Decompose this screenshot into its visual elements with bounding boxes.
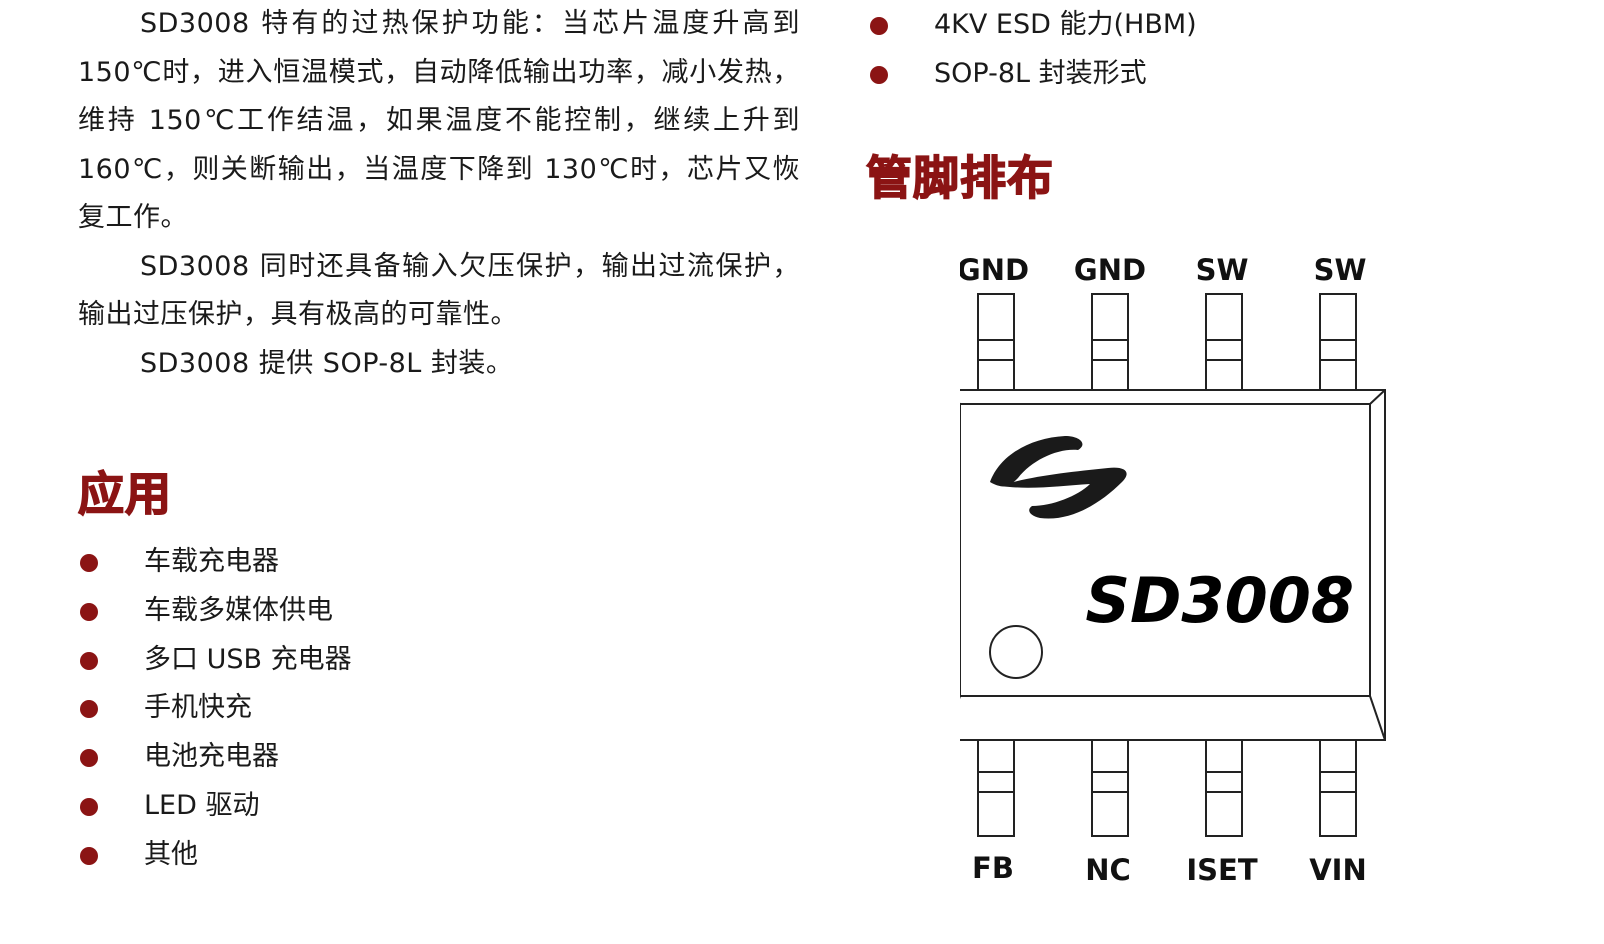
pin-bottom-2 bbox=[1091, 739, 1129, 837]
description-paragraph-2: SD3008 同时还具备输入欠压保护，输出过流保护，输出过压保护，具有极高的可靠… bbox=[78, 250, 800, 331]
pin-label-bottom-2: NC bbox=[1085, 853, 1131, 887]
pin1-indicator-icon bbox=[989, 625, 1043, 679]
bullet-icon bbox=[80, 602, 98, 621]
list-item: 车载充电器 bbox=[80, 538, 352, 587]
pin-label-bottom-3: ISET bbox=[1186, 853, 1257, 887]
pinout-title: 管脚排布 bbox=[865, 150, 1054, 206]
pin-top-3 bbox=[1205, 293, 1243, 391]
pin-label-top-3: SW bbox=[1196, 253, 1249, 287]
list-item: 车载多媒体供电 bbox=[80, 587, 352, 636]
bullet-icon bbox=[80, 651, 98, 670]
pin-label-bottom-4: VIN bbox=[1309, 853, 1367, 887]
pin-top-2 bbox=[1091, 293, 1129, 391]
bullet-icon bbox=[80, 797, 98, 816]
pin-label-top-4: SW bbox=[1314, 253, 1367, 287]
applications-list: 车载充电器 车载多媒体供电 多口 USB 充电器 手机快充 电池充电器 LED … bbox=[80, 538, 352, 880]
pin-top-1 bbox=[977, 293, 1015, 391]
pin-label-top-1: GND bbox=[960, 253, 1029, 287]
bullet-icon bbox=[870, 17, 888, 35]
bullet-icon bbox=[80, 554, 98, 572]
pin-label-top-2: GND bbox=[1074, 253, 1146, 287]
features-list: 4KV ESD 能力(HBM) SOP-8L 封装形式 bbox=[870, 1, 1197, 99]
applications-title: 应用 bbox=[77, 466, 172, 522]
bullet-icon bbox=[80, 846, 98, 865]
description-paragraph-3: SD3008 提供 SOP-8L 封装。 bbox=[140, 347, 514, 379]
list-item: 多口 USB 充电器 bbox=[80, 636, 352, 685]
list-item: 4KV ESD 能力(HBM) bbox=[870, 1, 1197, 50]
list-item: 手机快充 bbox=[80, 684, 352, 733]
list-item: SOP-8L 封装形式 bbox=[870, 50, 1197, 99]
pinout-diagram: GND GND SW SW SD3008 bbox=[960, 253, 1386, 887]
list-item: 其他 bbox=[80, 831, 352, 880]
company-logo-icon bbox=[990, 436, 1127, 519]
pin-bottom-1 bbox=[977, 739, 1015, 837]
chip-marking: SD3008 bbox=[1085, 564, 1354, 637]
bullet-icon bbox=[870, 65, 888, 84]
list-item: LED 驱动 bbox=[80, 782, 352, 831]
description-paragraph-1: SD3008 特有的过热保护功能：当芯片温度升高到 150℃时，进入恒温模式，自… bbox=[78, 8, 800, 233]
pin-label-bottom-1: FB bbox=[972, 851, 1014, 885]
pin-top-4 bbox=[1319, 293, 1357, 391]
pin-bottom-3 bbox=[1205, 739, 1243, 837]
bullet-icon bbox=[80, 700, 98, 719]
pin-bottom-4 bbox=[1319, 739, 1357, 837]
bullet-icon bbox=[80, 749, 98, 768]
list-item: 电池充电器 bbox=[80, 733, 352, 782]
description-block: SD3008 特有的过热保护功能：当芯片温度升高到 150℃时，进入恒温模式，自… bbox=[78, 0, 800, 388]
